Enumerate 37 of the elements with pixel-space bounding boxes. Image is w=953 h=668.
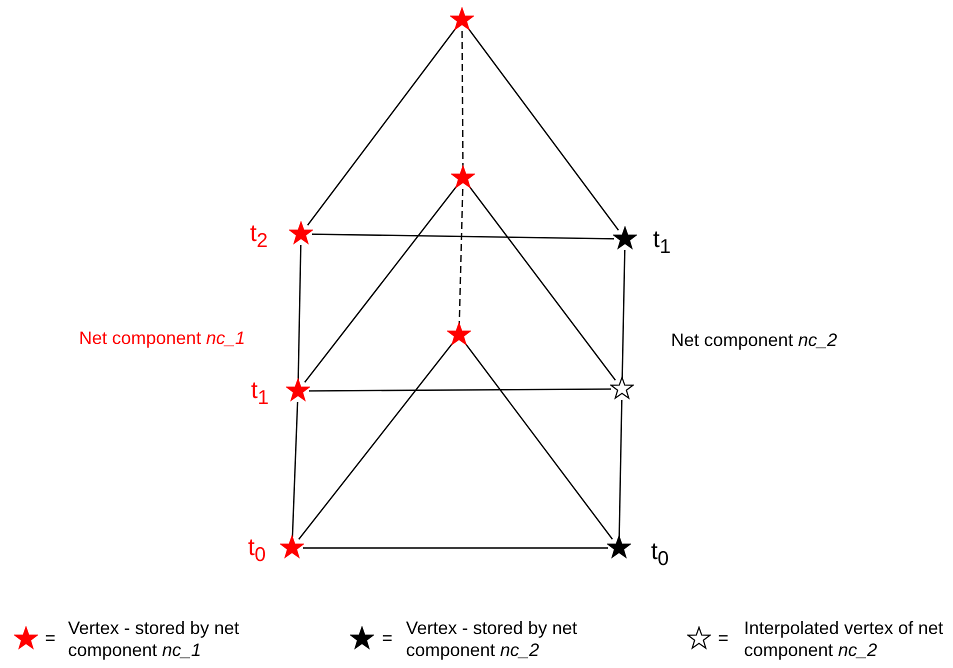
equals-sign: = (382, 628, 393, 649)
star-vertex (289, 221, 313, 245)
star-vertex (447, 322, 471, 346)
line (298, 244, 302, 380)
star-vertex (286, 378, 310, 402)
line (298, 343, 453, 540)
time-label: t$_{0}$ (651, 540, 669, 571)
legend-text: Interpolated vertex of net component nc_2 (744, 617, 944, 661)
star-vertex (610, 376, 634, 400)
star-vertex (607, 535, 631, 559)
line (292, 402, 298, 538)
star-vertex (280, 535, 304, 559)
component-label: Net component nc_1 (79, 328, 246, 349)
time-label: t$_{1}$ (251, 379, 269, 410)
component-label: Net component nc_2 (671, 330, 838, 351)
equals-sign: = (45, 628, 56, 649)
line (468, 28, 619, 231)
line (312, 233, 614, 240)
line (304, 186, 457, 383)
dashed-line (461, 31, 464, 167)
time-label: t$_{0}$ (248, 536, 266, 567)
star-vertex (450, 7, 474, 31)
time-label: t$_{2}$ (250, 222, 268, 253)
line (469, 186, 616, 381)
star-vertex (451, 165, 475, 189)
legend-text: Vertex - stored by net component nc_1 (68, 617, 240, 661)
line (618, 400, 622, 538)
line (309, 388, 611, 392)
equals-sign: = (718, 628, 729, 649)
star-vertex (613, 226, 637, 250)
dashed-line (458, 188, 464, 324)
line (303, 547, 608, 549)
legend-text: Vertex - stored by net component nc_2 (406, 617, 578, 661)
time-label: t$_{1}$ (653, 228, 671, 259)
line (307, 28, 456, 226)
line (465, 343, 613, 540)
line (622, 250, 626, 378)
